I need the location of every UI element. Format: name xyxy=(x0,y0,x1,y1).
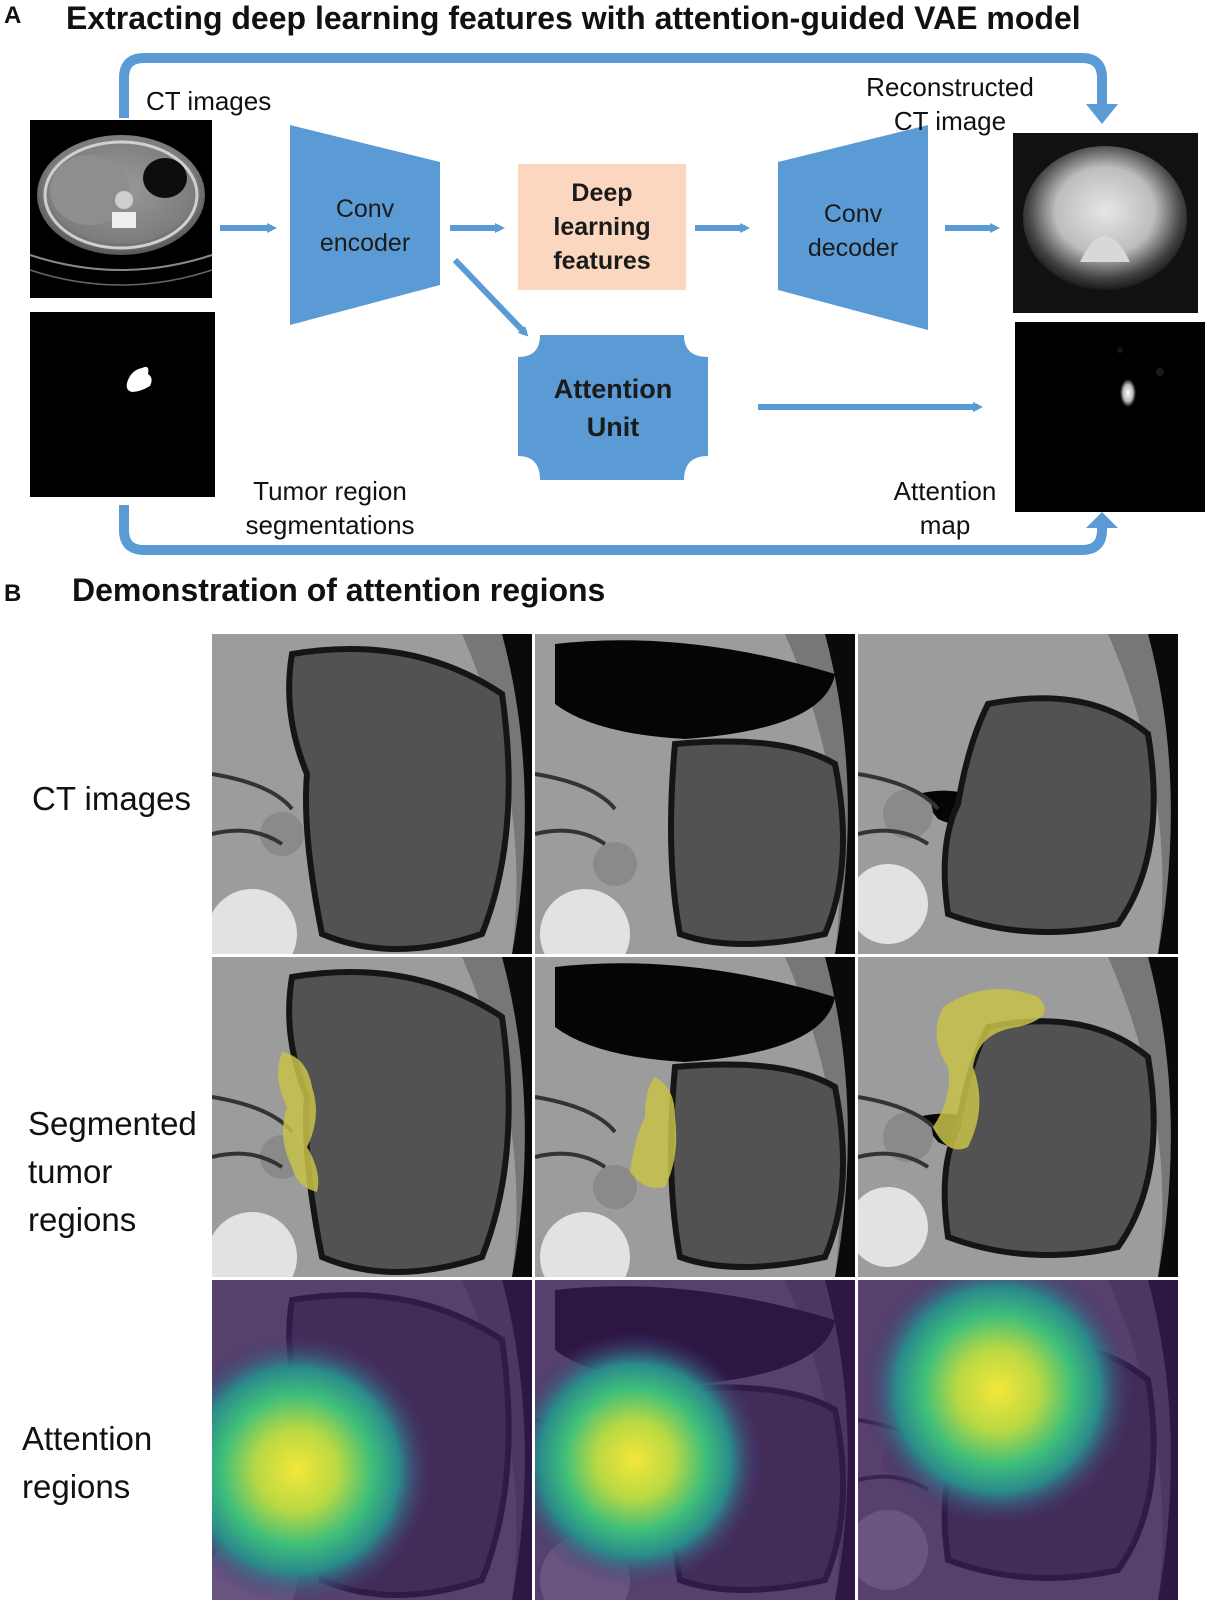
bottom-loop-arrow xyxy=(119,505,1107,555)
input-segmentation-mask xyxy=(30,312,215,497)
row-label-ct-images: CT images xyxy=(32,775,191,823)
conv-decoder-block xyxy=(778,125,928,330)
panel-a-title: Extracting deep learning features with a… xyxy=(66,0,1081,36)
grid-cell-r1-c3 xyxy=(858,634,1178,954)
row2-line3: regions xyxy=(28,1201,137,1238)
panel-a-letter: A xyxy=(4,2,22,29)
row-label-segmented: Segmented tumor regions xyxy=(28,1100,197,1244)
grid-cell-r2-c2 xyxy=(535,957,855,1277)
row3-line1: Attention xyxy=(22,1420,153,1457)
top-loop-arrow xyxy=(119,53,1107,118)
bottom-loop-arrowhead xyxy=(1086,512,1118,528)
label-attention-map-line2: map xyxy=(919,510,971,540)
top-loop-arrowhead xyxy=(1086,104,1118,124)
encoder-text: Conv encoder xyxy=(290,192,440,260)
attention-map-image xyxy=(1015,322,1205,512)
row1-line1: CT images xyxy=(32,780,191,817)
row2-line1: Segmented xyxy=(28,1105,197,1142)
attention-unit-text: Attention Unit xyxy=(518,370,708,446)
grid-cell-r3-c3 xyxy=(858,1280,1178,1600)
arrow-encoder-attention xyxy=(452,257,529,337)
decoder-line1: Conv xyxy=(823,200,883,228)
features-line1: Deep xyxy=(571,179,633,207)
panel-b-title: Demonstration of attention regions xyxy=(72,572,606,608)
label-tumor-line2: segmentations xyxy=(245,510,415,540)
row-label-attention: Attention regions xyxy=(22,1415,152,1511)
deep-features-block xyxy=(518,164,686,290)
grid-cell-r1-c2 xyxy=(535,634,855,954)
features-line3: features xyxy=(553,247,651,275)
attention-unit-block xyxy=(518,335,708,480)
label-attention-map-line1: Attention xyxy=(893,476,997,506)
decoder-line2: decoder xyxy=(807,234,899,262)
features-line2: learning xyxy=(553,213,651,241)
grid-cell-r2-c3 xyxy=(858,957,1178,1277)
grid-cell-r1-c1 xyxy=(212,634,532,954)
reconstructed-ct-image xyxy=(1013,133,1198,313)
panel-b-image-grid xyxy=(212,634,1178,1600)
panel-b-letter: B xyxy=(4,580,22,607)
attention-unit-line2: Unit xyxy=(586,412,640,442)
attention-unit-line1: Attention xyxy=(553,374,673,404)
row3-line2: regions xyxy=(22,1468,131,1505)
label-ct-images: CT images xyxy=(146,86,272,116)
encoder-line1: Conv xyxy=(335,195,395,223)
label-reconstructed-line2: CT image xyxy=(893,106,1007,136)
features-text: Deep learning features xyxy=(518,176,686,278)
conv-encoder-block xyxy=(290,125,440,325)
grid-cell-r2-c1 xyxy=(212,957,532,1277)
panel-a-diagram xyxy=(29,53,1205,555)
grid-cell-r3-c1 xyxy=(212,1280,532,1600)
input-ct-image xyxy=(29,120,213,298)
label-tumor-line1: Tumor region xyxy=(253,476,407,506)
row2-line2: tumor xyxy=(28,1153,113,1190)
label-reconstructed-line1: Reconstructed xyxy=(866,72,1034,102)
decoder-text: Conv decoder xyxy=(778,197,928,265)
encoder-line2: encoder xyxy=(319,229,411,257)
grid-cell-r3-c2 xyxy=(535,1280,855,1600)
